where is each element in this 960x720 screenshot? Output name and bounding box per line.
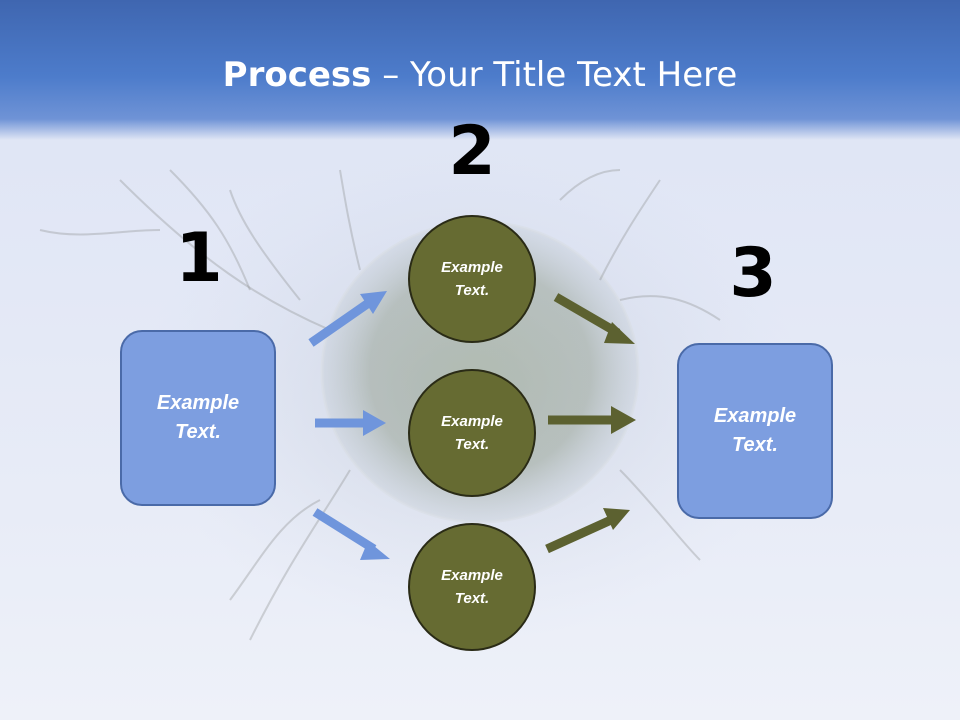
title-banner — [0, 0, 960, 140]
step-2-circle-middle[interactable]: Example Text. — [408, 369, 536, 497]
title-rest: Your Title Text Here — [410, 55, 738, 95]
title-dash: – — [371, 55, 411, 95]
step-3-box[interactable]: Example Text. — [677, 343, 833, 519]
step-1-text: Example Text. — [156, 392, 240, 443]
arrow-olive-up-icon — [545, 508, 630, 554]
step-2-circle-bottom[interactable]: Example Text. — [408, 523, 536, 651]
step-3-number: 3 — [729, 234, 777, 313]
step-2-circle-middle-text: Example Text. — [441, 413, 503, 453]
step-2-circle-top[interactable]: Example Text. — [408, 215, 536, 343]
step-1-box[interactable]: Example Text. — [120, 330, 276, 506]
title-bold: Process — [222, 55, 372, 95]
arrow-olive-down-icon — [553, 293, 635, 344]
step-2-number: 2 — [448, 112, 496, 191]
step-2-circle-bottom-text: Example Text. — [441, 567, 503, 607]
step-1-number: 1 — [175, 219, 223, 298]
step-3-text: Example Text. — [713, 405, 797, 456]
arrow-blue-right-icon — [315, 410, 386, 436]
arrow-olive-right-icon — [548, 406, 636, 434]
arrow-blue-up-icon — [308, 291, 387, 347]
step-2-circle-top-text: Example Text. — [441, 259, 503, 299]
page-title: Process – Your Title Text Here — [0, 52, 960, 98]
arrow-blue-down-icon — [312, 508, 390, 560]
